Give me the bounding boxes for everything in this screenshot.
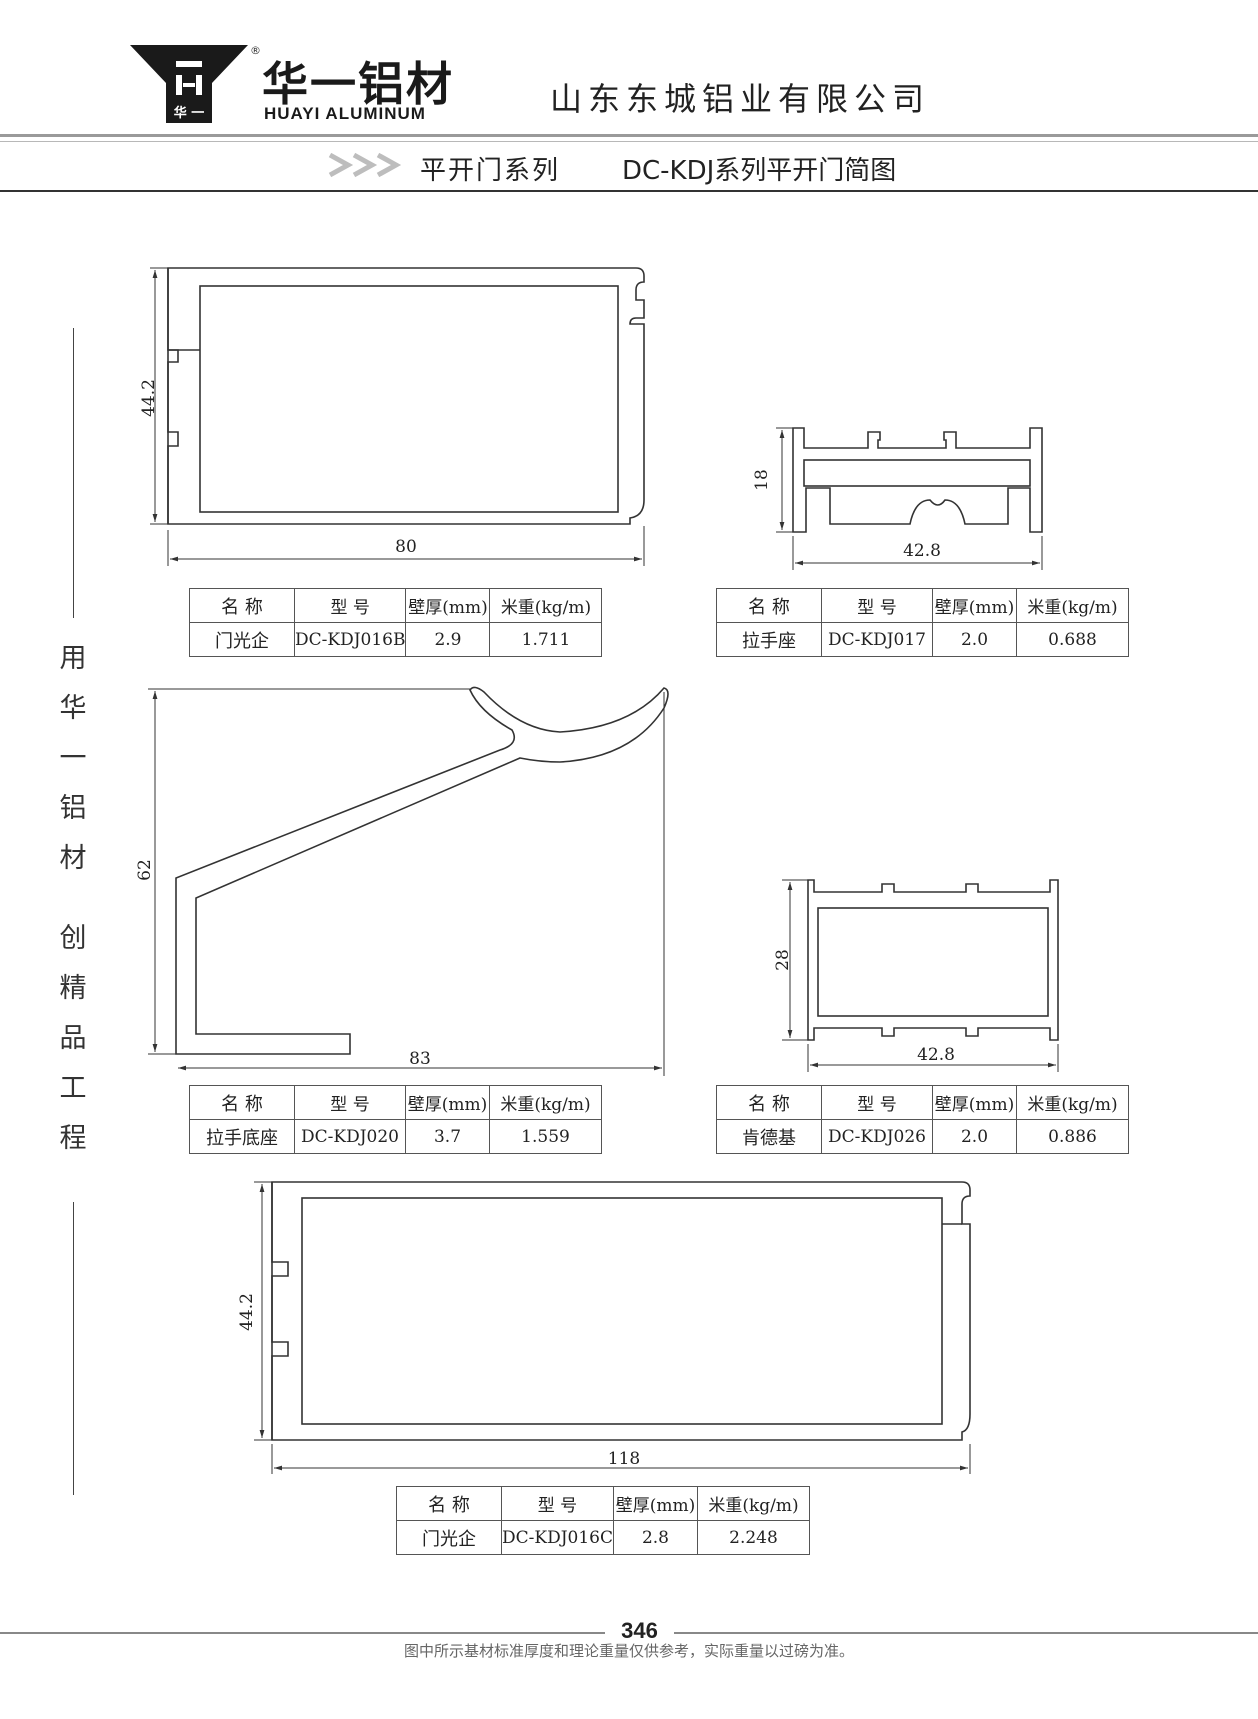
cell-name: 肯德基	[716, 1119, 822, 1154]
spec-table-dc-kdj026: 名 称 型 号 壁厚(mm) 米重(kg/m) 肯德基 DC-KDJ026 2.…	[716, 1085, 1129, 1154]
dim-label-width: 42.8	[917, 1045, 955, 1065]
cell-name: 门光企	[189, 622, 295, 657]
slogan-char: 用	[59, 643, 87, 674]
slogan-char: 一	[59, 743, 87, 774]
header-name: 名 称	[189, 588, 295, 623]
profile-dc-kdj017-drawing	[792, 427, 1043, 533]
header-wall: 壁厚(mm)	[405, 1085, 490, 1120]
dim-label-height: 44.2	[139, 379, 159, 417]
cell-weight: 0.688	[1016, 622, 1129, 657]
header-weight: 米重(kg/m)	[696, 1486, 810, 1521]
dim-label-height: 28	[773, 949, 793, 971]
slogan-char: 创	[59, 923, 87, 954]
dim-label-width: 80	[395, 537, 417, 557]
dim-label-width: 83	[409, 1049, 431, 1069]
cell-weight: 2.248	[696, 1520, 810, 1555]
dim-label-width: 118	[608, 1449, 640, 1469]
header-name: 名 称	[396, 1486, 502, 1521]
cell-wall: 2.9	[405, 622, 491, 657]
footer-note: 图中所示基材标准厚度和理论重量仅供参考，实际重量以过磅为准。	[403, 1642, 854, 1660]
cell-model: DC-KDJ016C	[501, 1520, 614, 1555]
header-rule-thin	[0, 141, 1258, 142]
header-weight: 米重(kg/m)	[1016, 1085, 1129, 1120]
header-wall: 壁厚(mm)	[932, 1085, 1017, 1120]
registered-mark: ®	[250, 44, 261, 57]
cell-name: 门光企	[396, 1520, 502, 1555]
dim-label-height: 18	[752, 469, 772, 491]
header-wall: 壁厚(mm)	[932, 588, 1017, 623]
cell-name: 拉手座	[716, 622, 822, 657]
logo-mark-text: 华 一	[174, 105, 205, 121]
cell-model: DC-KDJ026	[821, 1119, 933, 1154]
header-model: 型 号	[821, 588, 933, 623]
brand-name-en: HUAYI ALUMINUM	[264, 104, 426, 123]
profile-dc-kdj016b-drawing	[167, 267, 645, 525]
header-model: 型 号	[821, 1085, 933, 1120]
title-underline	[0, 190, 1258, 192]
header-wall: 壁厚(mm)	[405, 588, 491, 623]
profile-dc-kdj026-drawing	[807, 879, 1059, 1041]
header-model: 型 号	[501, 1486, 614, 1521]
header-weight: 米重(kg/m)	[489, 588, 603, 623]
footer-rule-left	[0, 1632, 605, 1634]
slogan-char: 铝	[59, 793, 87, 824]
header-wall: 壁厚(mm)	[612, 1486, 698, 1521]
header-weight: 米重(kg/m)	[1016, 588, 1129, 623]
slogan-line-top	[73, 328, 74, 618]
slogan-line-bottom	[73, 1202, 74, 1495]
cell-weight: 1.559	[489, 1119, 602, 1154]
header-name: 名 称	[189, 1085, 295, 1120]
spec-table-dc-kdj020: 名 称 型 号 壁厚(mm) 米重(kg/m) 拉手底座 DC-KDJ020 3…	[189, 1085, 602, 1154]
brand-name-cn: 华一铝材	[262, 57, 454, 111]
cell-wall: 3.7	[405, 1119, 490, 1154]
header-model: 型 号	[294, 1085, 406, 1120]
cell-model: DC-KDJ016B	[293, 622, 407, 657]
profile-dc-kdj020-drawing	[175, 686, 669, 1055]
cell-model: DC-KDJ017	[821, 622, 933, 657]
company-name: 山东东城铝业有限公司	[550, 80, 931, 118]
slogan-char: 程	[59, 1123, 87, 1154]
cell-wall: 2.8	[612, 1520, 698, 1555]
slogan-char: 精	[59, 973, 87, 1004]
dim-label-height: 62	[135, 859, 155, 881]
header-model: 型 号	[293, 588, 407, 623]
dim-label-height: 44.2	[237, 1293, 257, 1331]
spec-table-dc-kdj017: 名 称 型 号 壁厚(mm) 米重(kg/m) 拉手座 DC-KDJ017 2.…	[716, 588, 1129, 657]
series-title: 平开门系列	[420, 156, 561, 186]
chevron-arrows-icon	[328, 152, 402, 178]
page-number: 346	[621, 1618, 658, 1643]
diagram-title: DC-KDJ系列平开门简图	[622, 156, 897, 186]
header-rule-thick	[0, 134, 1258, 137]
profile-dc-kdj016c-drawing	[271, 1181, 971, 1441]
slogan-char: 华	[59, 693, 87, 724]
cell-model: DC-KDJ020	[294, 1119, 406, 1154]
huayi-logo: 华 一	[130, 45, 248, 123]
spec-table-dc-kdj016c: 名 称 型 号 壁厚(mm) 米重(kg/m) 门光企 DC-KDJ016C 2…	[396, 1486, 810, 1555]
header-weight: 米重(kg/m)	[489, 1085, 602, 1120]
slogan-char: 材	[59, 843, 87, 874]
slogan-char: 工	[59, 1073, 87, 1104]
slogan-char: 品	[59, 1023, 87, 1054]
dim-label-width: 42.8	[903, 541, 941, 561]
spec-table-dc-kdj016b: 名 称 型 号 壁厚(mm) 米重(kg/m) 门光企 DC-KDJ016B 2…	[189, 588, 603, 657]
cell-weight: 0.886	[1016, 1119, 1129, 1154]
footer-rule-right	[674, 1632, 1258, 1634]
header-name: 名 称	[716, 1085, 822, 1120]
cell-wall: 2.0	[932, 622, 1017, 657]
cell-wall: 2.0	[932, 1119, 1017, 1154]
side-slogan: 用 华 一 铝 材 创 精 品 工 程	[56, 636, 90, 1166]
cell-name: 拉手底座	[189, 1119, 295, 1154]
cell-weight: 1.711	[489, 622, 603, 657]
header-name: 名 称	[716, 588, 822, 623]
